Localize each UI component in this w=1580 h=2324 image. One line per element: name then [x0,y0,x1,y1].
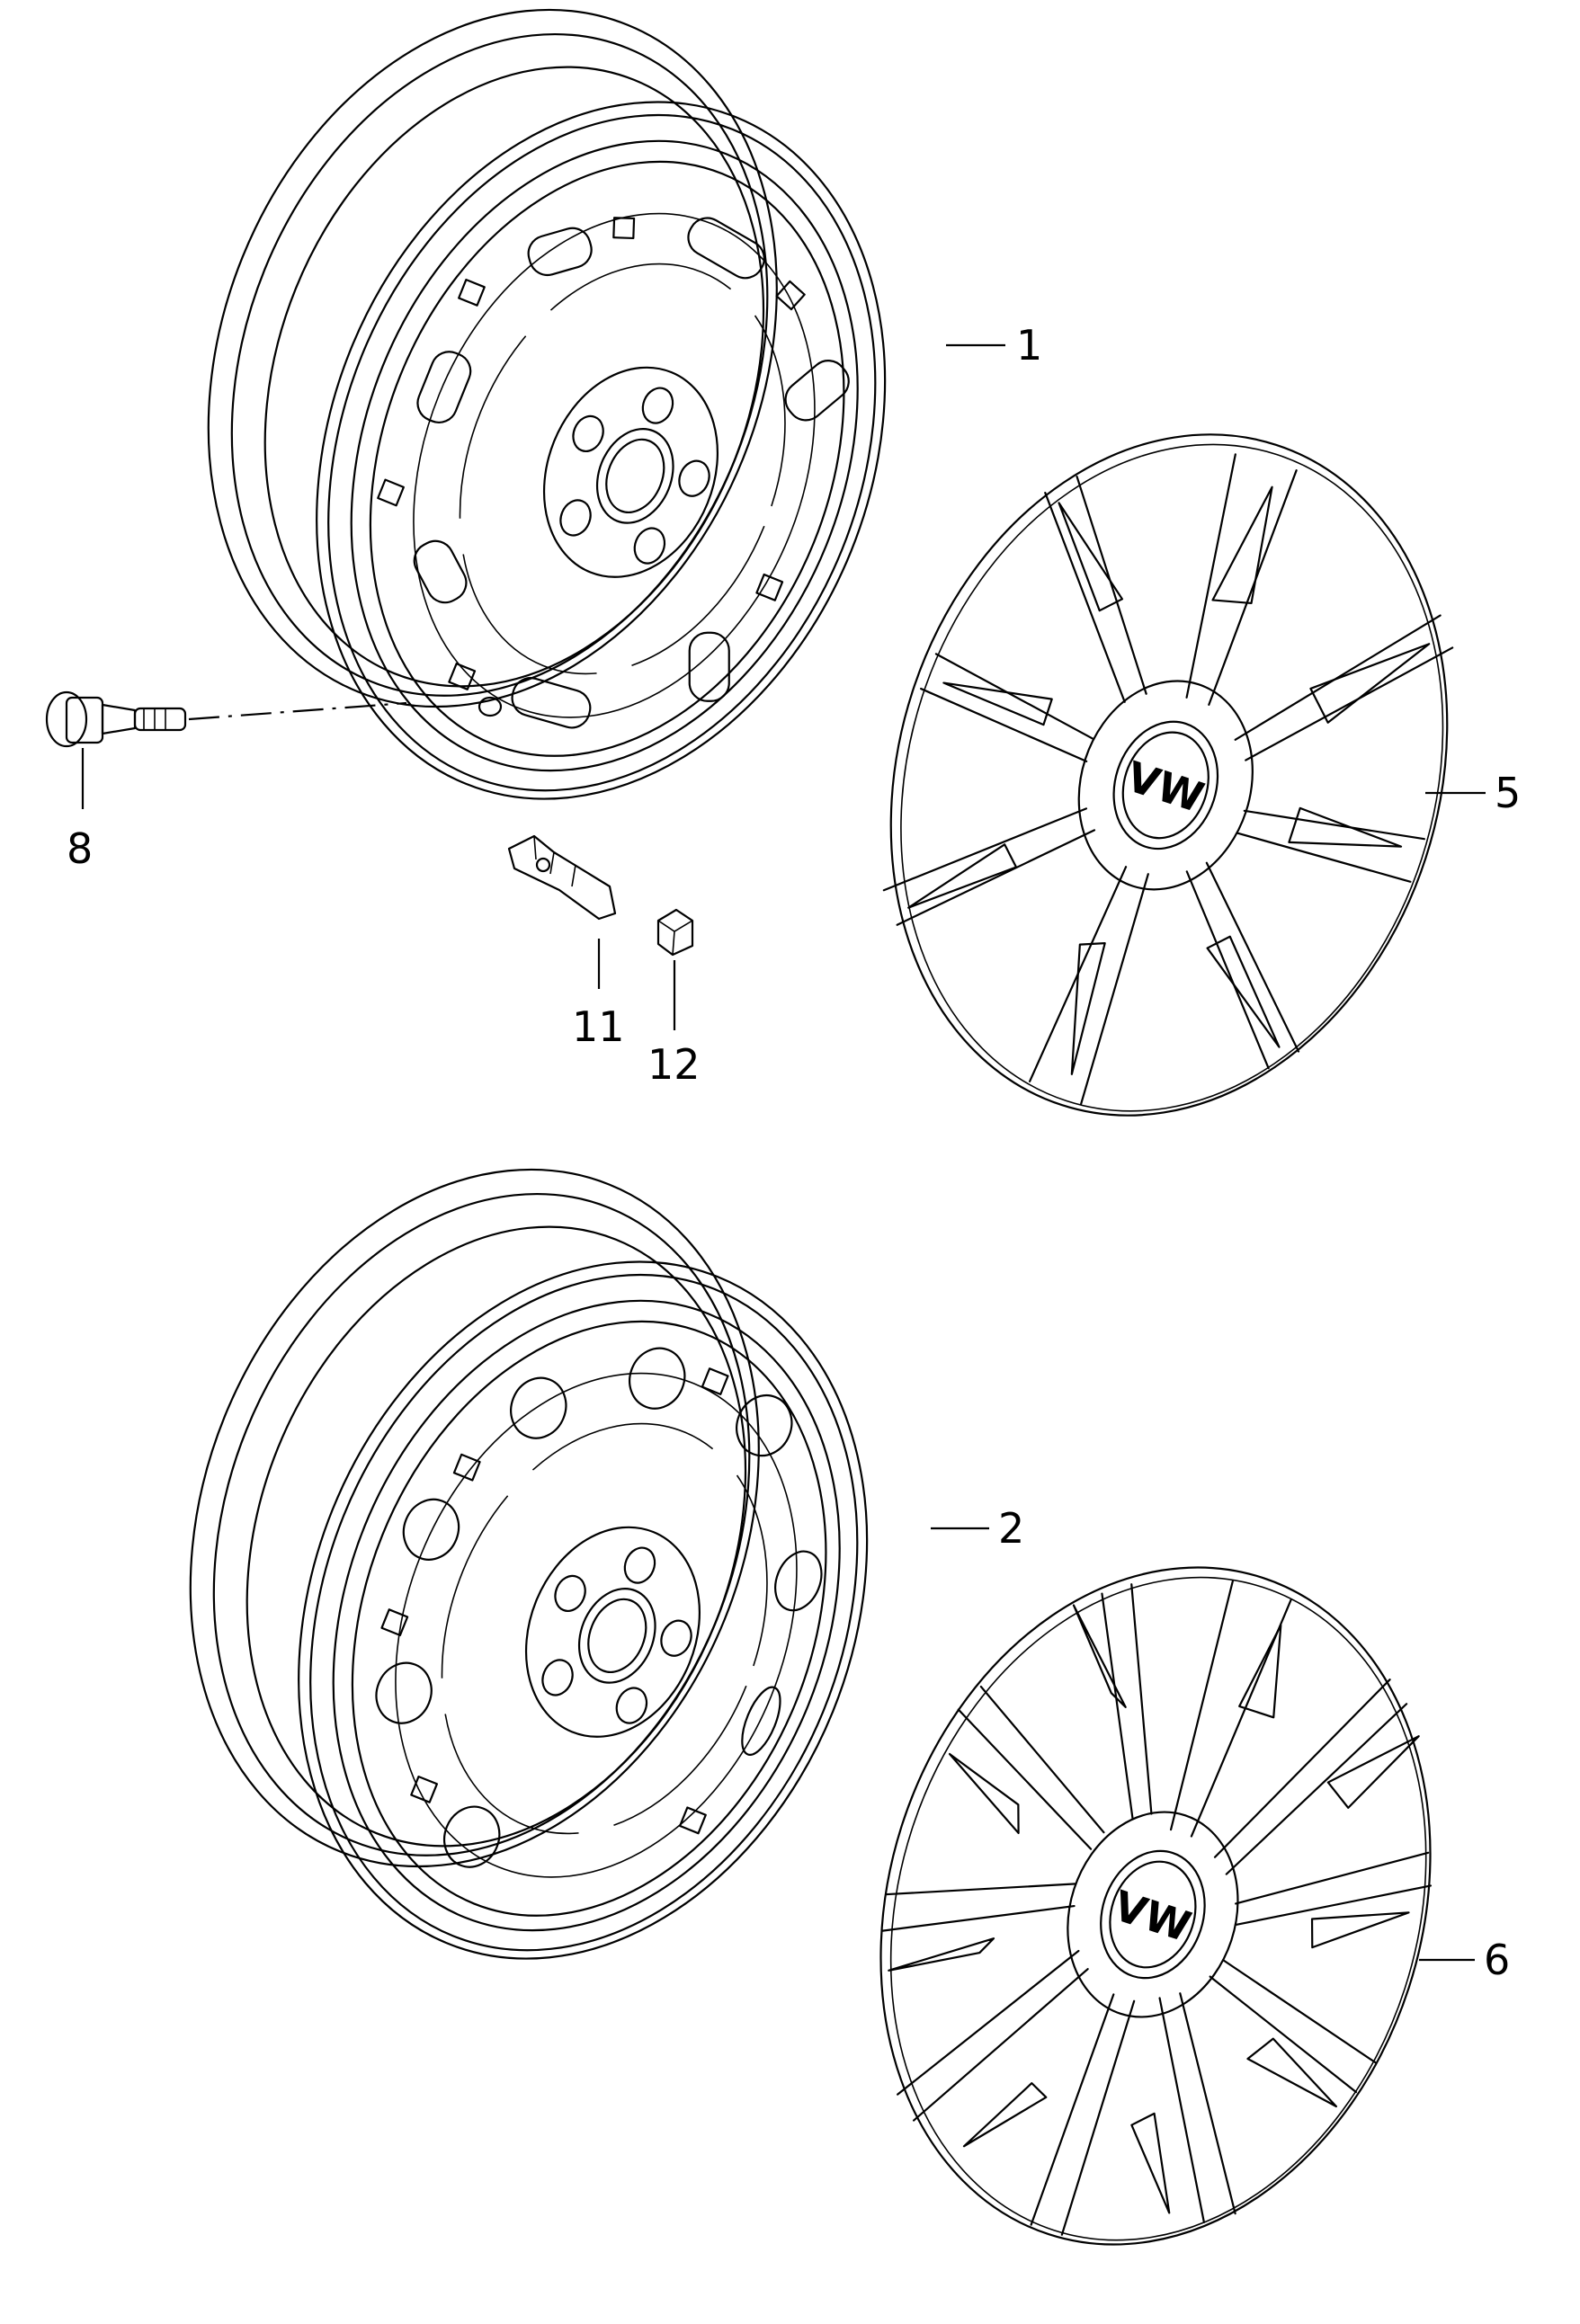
hub-cap-5[interactable]: VW [805,361,1532,1189]
callout-8[interactable]: 8 [67,824,93,873]
hub-cap-6[interactable]: VW [796,1495,1515,2316]
callout-11[interactable]: 11 [572,1002,625,1051]
tpms-sensor[interactable] [507,834,617,921]
steel-wheel-2[interactable] [73,1083,985,2044]
callout-5[interactable]: 5 [1495,769,1521,817]
vw-logo-2: VW [1108,1881,1197,1951]
vw-logo: VW [1120,752,1210,822]
sensor-clip[interactable] [656,908,694,957]
callout-2[interactable]: 2 [998,1504,1024,1553]
callout-6[interactable]: 6 [1484,1936,1510,1984]
callout-12[interactable]: 12 [647,1040,701,1089]
leader-lines [81,343,1486,1962]
callout-1[interactable]: 1 [1016,321,1042,370]
steel-wheel-1[interactable] [91,0,1003,885]
tire-valve[interactable] [45,690,503,748]
